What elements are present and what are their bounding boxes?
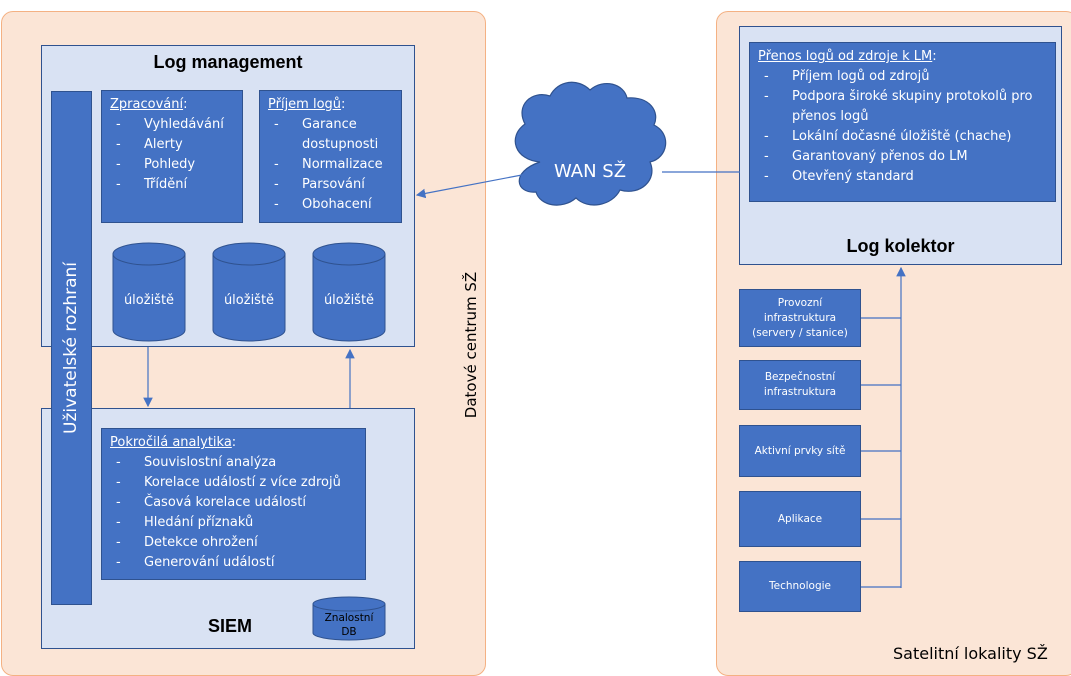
siem-title: SIEM <box>207 616 252 636</box>
log-intake-item: Obohacení <box>268 195 393 215</box>
analytics-item: Korelace událostí z více zdrojů <box>110 473 357 493</box>
log-transfer-heading: Přenos logů od zdroje k LM: <box>758 49 937 64</box>
log-intake-item: Normalizace <box>268 155 393 175</box>
knowledge-db-label-2: DB <box>341 626 356 638</box>
analytics-item: Detekce ohrožení <box>110 533 357 553</box>
processing-item: Vyhledávání <box>110 115 234 135</box>
log-intake-item: Parsování <box>268 175 393 195</box>
processing-item: Alerty <box>110 135 234 155</box>
analytics-heading: Pokročilá analytika: <box>110 435 237 450</box>
wan-label: WAN SŽ <box>554 160 626 182</box>
processing-item: Pohledy <box>110 155 234 175</box>
source-network-devices: Aktivní prvky sítě <box>739 425 861 477</box>
log-intake-panel: Příjem logů: Garance dostupnosti Normali… <box>259 90 402 223</box>
source-technologies: Technologie <box>739 561 861 612</box>
analytics-item: Generování událostí <box>110 553 357 573</box>
source-operational-infrastructure: Provozní infrastruktura (servery / stani… <box>739 289 861 347</box>
datacenter-label: Datové centrum SŽ <box>462 271 480 419</box>
source-applications: Aplikace <box>739 491 861 547</box>
analytics-panel: Pokročilá analytika: Souvislostní analýz… <box>101 428 366 580</box>
storage-cylinder-3: úložiště <box>312 242 386 342</box>
log-transfer-panel: Přenos logů od zdroje k LM: Příjem logů … <box>749 42 1056 202</box>
log-transfer-item: Příjem logů od zdrojů <box>758 67 1047 87</box>
log-transfer-item: Garantovaný přenos do LM <box>758 147 1047 167</box>
log-transfer-item: Lokální dočasné úložiště (chache) <box>758 127 1047 147</box>
storage-cylinder-1: úložiště <box>112 242 186 342</box>
log-collector-title: Log kolektor <box>846 236 955 256</box>
processing-panel: Zpracování: Vyhledávání Alerty Pohledy T… <box>101 90 243 223</box>
log-transfer-item: Otevřený standard <box>758 167 1047 187</box>
log-transfer-item: Podpora široké skupiny protokolů pro pře… <box>758 87 1047 127</box>
storage-label-3: úložiště <box>324 293 374 308</box>
processing-heading: Zpracování: <box>110 97 188 112</box>
knowledge-db-label-1: Znalostní <box>325 612 375 624</box>
log-intake-item: Garance dostupnosti <box>268 115 393 155</box>
storage-label-2: úložiště <box>224 293 274 308</box>
wan-to-log-management-arrow <box>415 173 528 199</box>
satellite-label: Satelitní lokality SŽ <box>893 644 1048 663</box>
processing-item: Třídění <box>110 175 234 195</box>
storage-cylinder-2: úložiště <box>212 242 286 342</box>
analytics-item: Souvislostní analýza <box>110 453 357 473</box>
log-intake-heading: Příjem logů: <box>268 97 346 112</box>
storage-label-1: úložiště <box>124 293 174 308</box>
log-management-title: Log management <box>153 52 303 72</box>
analytics-item: Hledání příznaků <box>110 513 357 533</box>
wan-cloud: WAN SŽ <box>514 81 667 206</box>
user-interface-bar <box>51 91 92 605</box>
knowledge-db-cylinder: Znalostní DB <box>312 596 386 641</box>
analytics-item: Časová korelace událostí <box>110 493 357 513</box>
source-security-infrastructure: Bezpečnostní infrastruktura <box>739 360 861 410</box>
